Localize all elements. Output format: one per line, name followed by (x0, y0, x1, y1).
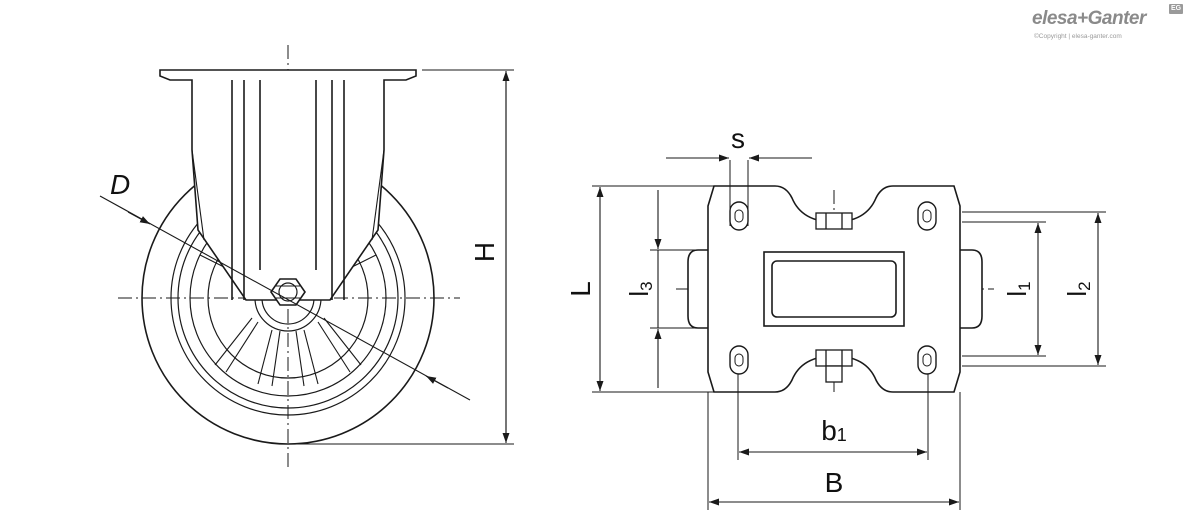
side-view (99, 45, 514, 470)
dim-H (292, 69, 514, 445)
wheel-bump-right (960, 249, 983, 329)
brand-logo: elesa+Ganter EG ©Copyright | elesa-gante… (1032, 4, 1183, 44)
svg-text:l1: l1 (1002, 281, 1034, 296)
plate-nuts (815, 212, 853, 383)
label-H: H (469, 242, 500, 262)
top-view (592, 154, 1106, 510)
label-b1: b1 (821, 415, 847, 446)
axle-nut (270, 278, 306, 306)
label-l2: l2 (1062, 281, 1094, 296)
mounting-plate (707, 185, 961, 393)
label-D: D (110, 169, 130, 200)
dim-D (99, 195, 471, 401)
label-l1: l1 (1002, 281, 1034, 296)
brand-name: elesa+Ganter (1032, 8, 1146, 29)
center-opening-inner (771, 260, 897, 318)
center-opening-outer (763, 251, 905, 327)
svg-text:l2: l2 (1062, 281, 1094, 296)
svg-text:l3: l3 (624, 281, 656, 296)
top-dimension-lines (596, 154, 1102, 506)
fork-bracket (159, 69, 417, 301)
mounting-slots (729, 201, 937, 375)
wheel-bump-left (687, 249, 710, 329)
brand-badge: EG (1169, 4, 1183, 14)
brand-copyright: ©Copyright | elesa-ganter.com (1034, 33, 1122, 40)
label-s: s (731, 123, 745, 154)
label-l3: l3 (624, 281, 656, 296)
label-B: B (825, 467, 844, 498)
wheel-spokes (199, 254, 377, 387)
label-L: L (565, 281, 596, 297)
